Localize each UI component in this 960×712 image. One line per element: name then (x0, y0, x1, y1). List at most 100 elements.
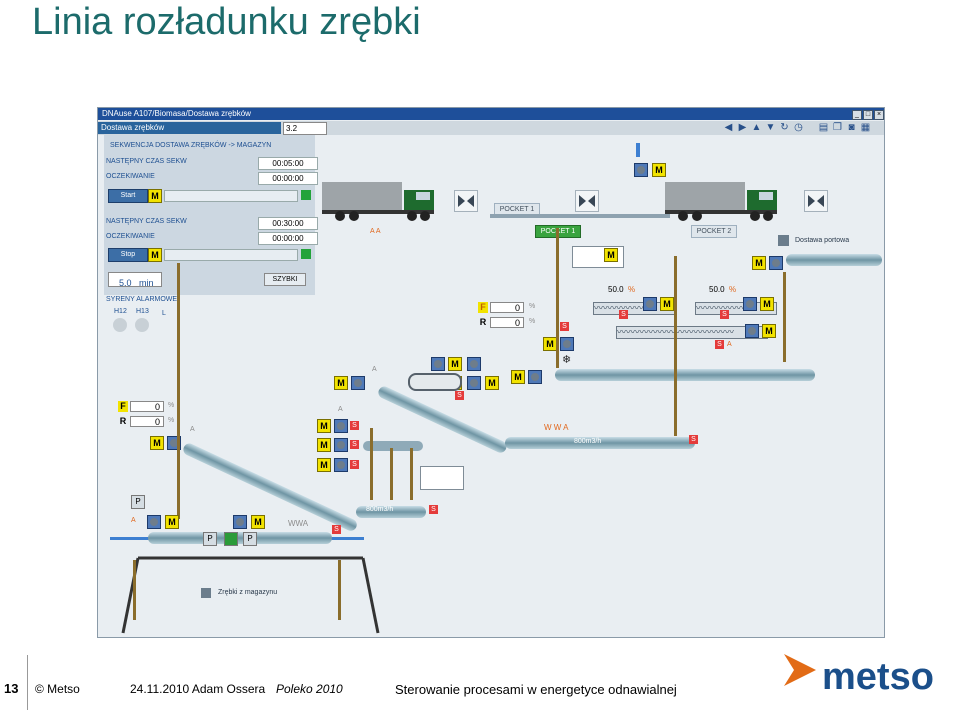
page-number: 13 (4, 681, 19, 696)
maximize-button[interactable]: □ (863, 110, 873, 120)
motor-gray-bottom-2[interactable] (233, 515, 247, 529)
metso-logo-text: metso (822, 656, 934, 698)
r-label-right: R (479, 317, 487, 327)
lower-inclined-conveyor (181, 441, 359, 533)
motor-c3[interactable]: M (485, 376, 499, 390)
motor-gray-feed[interactable] (560, 337, 574, 351)
print-icon[interactable]: ▤ (818, 122, 829, 133)
footer-subject: Sterowanie procesami w energetyce odnawi… (395, 682, 677, 697)
motor-bottom-1[interactable]: M (165, 515, 179, 529)
down-icon[interactable]: ▼ (765, 122, 776, 133)
gate-icon-1[interactable] (454, 190, 478, 212)
pocket2-label[interactable]: POCKET 2 (691, 225, 737, 238)
motor-col-2[interactable]: M (317, 438, 331, 452)
sensor-s-belt[interactable]: S (455, 391, 464, 400)
display-code-field[interactable]: 3.2 (283, 122, 327, 135)
forward-icon[interactable]: ▶ (738, 122, 747, 133)
back-icon[interactable]: ◀ (724, 122, 733, 133)
motor-s2[interactable]: M (760, 297, 774, 311)
sensor-s-bottom[interactable]: S (332, 525, 341, 534)
motor-gray-belt[interactable] (351, 376, 365, 390)
motor-gray-main[interactable] (528, 370, 542, 384)
start-motor[interactable]: M (148, 189, 162, 203)
motor-gray-s1[interactable] (643, 297, 657, 311)
sensor-s-1[interactable]: S (619, 310, 628, 319)
f-label-right: F (478, 302, 488, 313)
sensor-s-col-2[interactable]: S (350, 440, 359, 449)
label-a-bottom: A (131, 517, 136, 524)
stop-button[interactable]: Stop (108, 248, 148, 262)
p-box-1[interactable]: P (203, 532, 217, 546)
label-a-3: A (727, 341, 732, 348)
gate-icon-2[interactable] (575, 190, 599, 212)
clock-icon[interactable]: ◷ (794, 122, 803, 133)
motor-gray-s3[interactable] (745, 324, 759, 338)
sensor-s-f[interactable]: S (560, 322, 569, 331)
start-button[interactable]: Start (108, 189, 148, 203)
motor-gray-col-1[interactable] (334, 419, 348, 433)
camera-icon[interactable]: ◙ (848, 122, 855, 133)
support-rod-4 (410, 448, 413, 500)
sensor-s-mid[interactable]: S (689, 435, 698, 444)
refresh-icon[interactable]: ↻ (780, 122, 789, 133)
siren-h13-icon[interactable] (135, 318, 149, 332)
metso-logo-icon (784, 654, 816, 686)
motor-s3[interactable]: M (762, 324, 776, 338)
wait-2: 00:00:00 (258, 232, 318, 245)
r-value-right[interactable]: 0 (490, 317, 524, 328)
store-icon[interactable] (201, 588, 211, 598)
sequence-header: SEKWENCJA DOSTAWA ZRĘBKÓW -> MAGAZYN (110, 142, 272, 149)
grid-icon[interactable]: ▦ (860, 122, 871, 133)
up-icon[interactable]: ▲ (751, 122, 762, 133)
p-box-left[interactable]: P (131, 495, 145, 509)
copy-icon[interactable]: ❐ (833, 122, 842, 133)
motor-gray-col-3[interactable] (334, 458, 348, 472)
motor-gray-c3[interactable] (467, 376, 481, 390)
motor-s1[interactable]: M (660, 297, 674, 311)
sensor-s-col-1[interactable]: S (350, 421, 359, 430)
close-button[interactable]: × (874, 110, 884, 120)
f-value-right[interactable]: 0 (490, 302, 524, 313)
motor-belt[interactable]: M (334, 376, 348, 390)
sensor-s-col-3[interactable]: S (350, 460, 359, 469)
f-value-left[interactable]: 0 (130, 401, 164, 412)
motor-main[interactable]: M (511, 370, 525, 384)
p-box-2[interactable]: P (243, 532, 257, 546)
feeder-motor[interactable]: M (604, 248, 618, 262)
truck-icon (322, 182, 434, 221)
sensor-s-lower[interactable]: S (429, 505, 438, 514)
snowflake-icon[interactable]: ❄ (562, 354, 572, 366)
gate-icon-3[interactable] (804, 190, 828, 212)
motor-bottom-2[interactable]: M (251, 515, 265, 529)
motor-col-3[interactable]: M (317, 458, 331, 472)
motor-gray-port[interactable] (769, 256, 783, 270)
sensor-s-3[interactable]: S (715, 340, 724, 349)
stop-motor[interactable]: M (148, 248, 162, 262)
motor-col-1[interactable]: M (317, 419, 331, 433)
fast-button[interactable]: SZYBKI (264, 273, 306, 286)
motor-left[interactable]: M (150, 436, 164, 450)
r-value-left[interactable]: 0 (130, 416, 164, 427)
motor-gray-s2[interactable] (743, 297, 757, 311)
motor-c1[interactable]: M (448, 357, 462, 371)
motor-gray-c1[interactable] (431, 357, 445, 371)
sensor-s-2[interactable]: S (720, 310, 729, 319)
siren-h12-icon[interactable] (113, 318, 127, 332)
level1-unit: % (628, 285, 636, 294)
f-pct-right: % (529, 303, 536, 310)
motor-gray-bottom-1[interactable] (147, 515, 161, 529)
motor-gray-c2[interactable] (467, 357, 481, 371)
motor-top-gray[interactable] (634, 163, 648, 177)
motor-feed[interactable]: M (543, 337, 557, 351)
motor-top[interactable]: M (652, 163, 666, 177)
siren-h13-label: H13 (136, 308, 149, 315)
minimize-button[interactable]: _ (852, 110, 862, 120)
support-rod-5 (556, 228, 559, 368)
level2-value: 50.0 (709, 285, 725, 294)
belt-scale[interactable] (408, 373, 462, 391)
motor-port[interactable]: M (752, 256, 766, 270)
wait-1: 00:00:00 (258, 172, 318, 185)
min-field[interactable]: 5.0 min (108, 272, 162, 288)
port-delivery-icon[interactable] (778, 235, 789, 246)
motor-gray-col-2[interactable] (334, 438, 348, 452)
